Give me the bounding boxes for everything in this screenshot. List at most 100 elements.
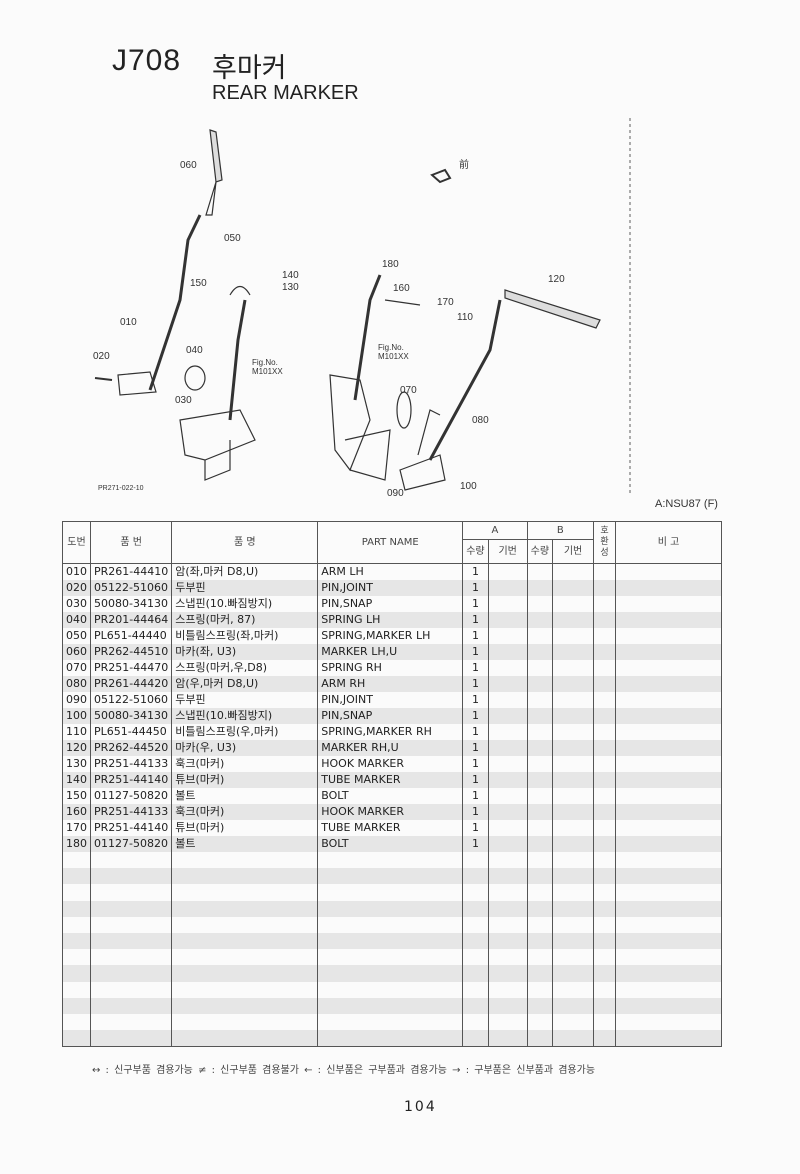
cell-empty [462,1013,489,1031]
cell-empty [615,965,723,982]
cell-empty [552,660,595,676]
cell-empty [526,997,554,1014]
cell-part-name: SPRING RH [317,660,464,676]
cell-name-ko: 마카(좌, U3) [171,644,319,660]
cell-empty [487,949,528,966]
cell-name-ko: 스냅핀(10.빠짐방지) [171,708,319,724]
cell-empty [62,932,91,950]
cell-no: 110 [62,724,91,740]
cell-empty [552,804,595,820]
cell-empty [552,836,595,852]
empty-row [62,884,723,901]
cell-empty [593,965,617,982]
cell-empty [462,900,489,917]
cell-empty [615,884,723,901]
cell-empty [487,836,528,852]
section-code: J708 [112,44,182,77]
cell-empty [487,981,528,998]
cell-empty [615,900,723,917]
cell-empty [552,900,595,917]
cell-empty [615,580,723,596]
cell-empty [526,772,554,788]
cell-empty [552,580,595,596]
cell-name-ko: 스프링(마커,우,D8) [171,660,319,676]
cell-part-no: 50080-34130 [89,596,173,612]
header-a: A [462,521,528,540]
cell-empty [317,981,464,998]
cell-empty [487,932,528,950]
cell-empty [62,900,91,917]
cell-empty [615,644,723,660]
callout-120: 120 [548,274,565,285]
cell-empty [487,788,528,804]
cell-no: 100 [62,708,91,724]
cell-empty [615,740,723,756]
cell-empty [526,644,554,660]
cell-qty: 1 [462,756,489,772]
callout-110: 110 [457,312,473,323]
cell-empty [615,756,723,772]
cell-empty [89,981,173,998]
cell-empty [593,981,617,998]
cell-empty [615,949,723,966]
cell-empty [487,997,528,1014]
cell-empty [593,612,617,628]
cell-part-name: PIN,SNAP [317,596,464,612]
cell-part-name: ARM RH [317,676,464,692]
cell-qty: 1 [462,804,489,820]
cell-empty [593,804,617,820]
cell-empty [89,900,173,917]
cell-no: 070 [62,660,91,676]
exploded-parts-diagram [94,118,631,495]
empty-row [62,1030,723,1047]
cell-empty [89,916,173,933]
cell-qty: 1 [462,676,489,692]
cell-part-name: SPRING,MARKER LH [317,628,464,644]
cell-empty [89,949,173,966]
cell-empty [526,692,554,708]
cell-empty [487,660,528,676]
cell-empty [593,1013,617,1031]
cell-part-name: MARKER RH,U [317,740,464,756]
cell-empty [487,756,528,772]
cell-no: 020 [62,580,91,596]
cell-empty [487,612,528,628]
cell-no: 150 [62,788,91,804]
cell-empty [317,1030,464,1047]
cell-empty [552,708,595,724]
cell-empty [487,820,528,836]
cell-part-name: HOOK MARKER [317,804,464,820]
cell-empty [593,563,617,580]
cell-part-no: PR262-44510 [89,644,173,660]
cell-name-ko: 볼트 [171,836,319,852]
cell-part-no: 01127-50820 [89,836,173,852]
cell-name-ko: 튜브(마커) [171,772,319,788]
cell-empty [615,1013,723,1031]
cell-empty [615,563,723,580]
callout-040: 040 [186,345,203,356]
cell-empty [462,868,489,885]
callout-050: 050 [224,233,241,244]
cell-empty [593,596,617,612]
callout-020: 020 [93,351,110,362]
cell-empty [487,1030,528,1047]
cell-part-name: SPRING,MARKER RH [317,724,464,740]
cell-empty [317,900,464,917]
cell-empty [317,852,464,869]
header-b-serial: 기번 [552,539,595,564]
empty-row [62,916,723,933]
empty-row [62,949,723,966]
cell-empty [62,916,91,933]
cell-part-name: TUBE MARKER [317,772,464,788]
header-remarks: 비 고 [615,521,723,564]
cell-empty [62,1030,91,1047]
cell-empty [171,852,319,869]
cell-empty [615,997,723,1014]
cell-empty [62,981,91,998]
header-a-qty: 수량 [462,539,489,564]
cell-empty [552,676,595,692]
